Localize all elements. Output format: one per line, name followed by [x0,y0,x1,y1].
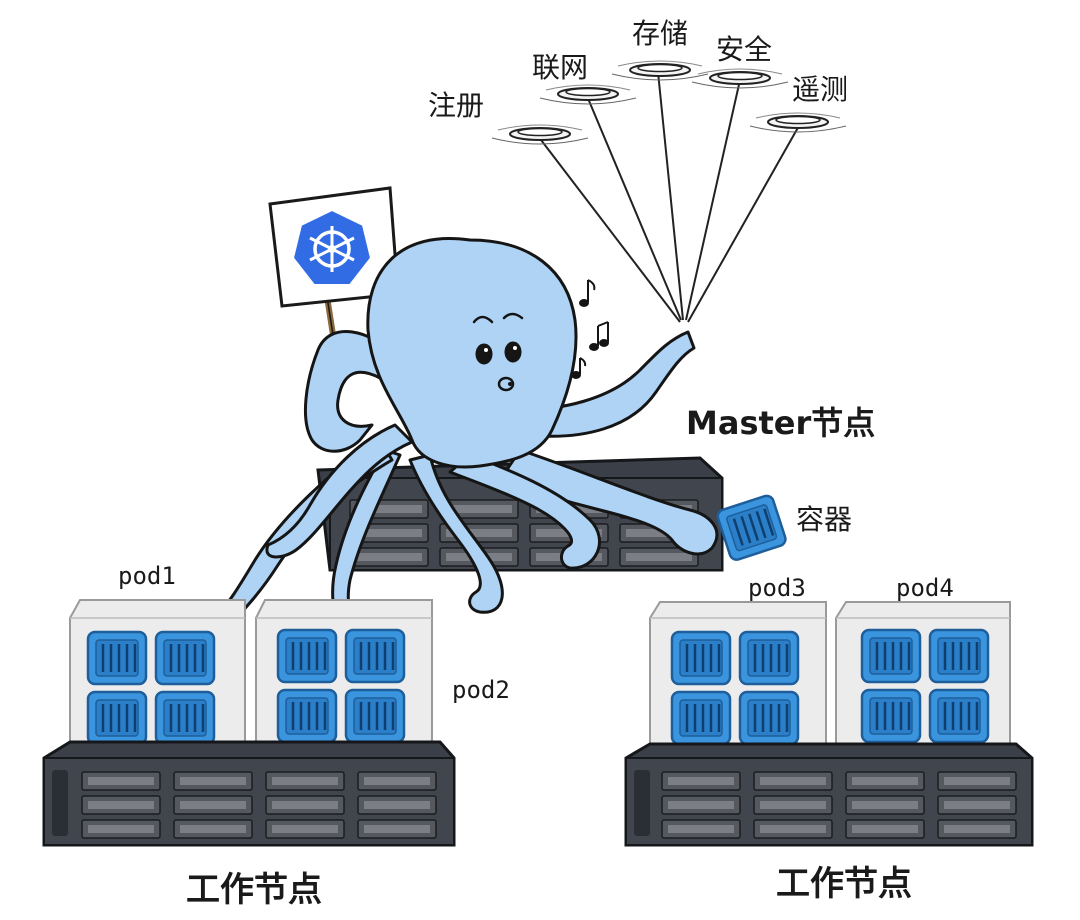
service-label-storage: 存储 [632,17,689,50]
worker-node-label-left: 工作节点 [186,870,322,910]
service-dish-security [691,68,789,89]
tentacle-left [265,423,414,559]
service-label-register: 注册 [428,89,485,122]
octopus-head [366,237,578,469]
server-icon [42,740,456,847]
server-icon [624,742,1034,847]
worker-node-label-right: 工作节点 [776,864,912,904]
service-label-telemetry: 遥测 [792,73,849,106]
kubernetes-logo-icon [291,208,373,286]
pod4-box [835,601,1011,753]
tentacle-container [498,448,719,556]
pod2-box [255,599,433,753]
worker-node-left [42,599,456,847]
service-strings [537,71,801,323]
service-label-network: 联网 [532,51,589,84]
service-dish-network [539,84,637,105]
service-dish-register [491,124,589,145]
kubernetes-sign [268,186,400,381]
pod1-label: pod1 [118,562,176,590]
music-note-icon [571,279,609,379]
container-label: 容器 [796,503,853,536]
pod4-label: pod4 [896,574,954,602]
service-dish-storage [611,60,709,81]
pod1-box [69,599,246,753]
pod2-label: pod2 [452,676,510,704]
tentacle-pod2 [408,453,504,614]
held-container [714,492,789,563]
worker-node-right [624,601,1034,847]
master-node-label: Master节点 [686,404,876,442]
pod3-box [649,601,827,753]
tentacle-right-drape [448,453,601,570]
octopus [210,237,719,636]
service-label-security: 安全 [716,33,773,66]
pod3-label: pod3 [748,574,806,602]
tentacle-strings [518,330,696,438]
